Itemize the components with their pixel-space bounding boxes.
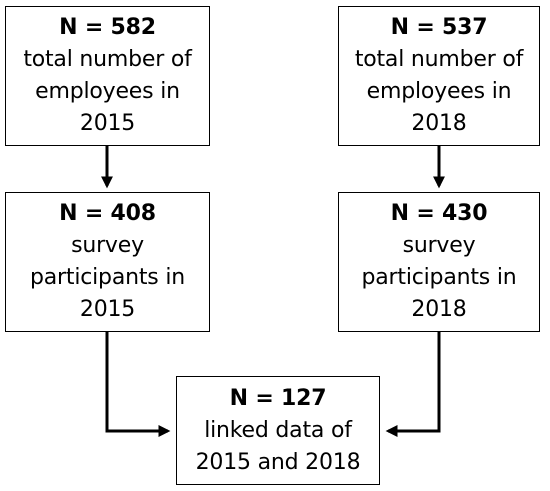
- linked-data-line-2: 2015 and 2018: [195, 449, 361, 475]
- participants-2018-line-1: survey: [402, 233, 476, 258]
- linked-data-count: N = 127: [229, 385, 327, 411]
- arrow-participants-2018-to-linked: [385, 332, 441, 437]
- employees-2015-line-2: employees in: [35, 79, 180, 104]
- participants-2018-line-2: participants in: [361, 265, 517, 290]
- participants-2015-line-3: 2015: [79, 297, 136, 322]
- employees-2015-line-3: 2015: [79, 111, 136, 136]
- employees-2018-line-2: employees in: [366, 79, 512, 104]
- linked-data-line-1: linked data of: [204, 417, 352, 443]
- participants-2015-line-1: survey: [71, 233, 144, 258]
- employees-2015-count: N = 582: [59, 15, 156, 40]
- box-employees-2018: N = 537 total number of employees in 201…: [338, 6, 540, 146]
- participants-2018-line-3: 2018: [411, 297, 467, 322]
- box-employees-2015: N = 582 total number of employees in 201…: [5, 6, 210, 146]
- participants-2015-count: N = 408: [59, 201, 156, 226]
- employees-2018-count: N = 537: [390, 15, 488, 40]
- employees-2015-line-1: total number of: [23, 47, 192, 72]
- box-participants-2015: N = 408 survey participants in 2015: [5, 192, 210, 332]
- arrow-participants-2015-to-linked: [105, 332, 171, 437]
- participants-2018-count: N = 430: [390, 201, 488, 226]
- employees-2018-line-3: 2018: [411, 111, 467, 136]
- employees-2018-line-1: total number of: [354, 47, 524, 72]
- box-linked-data: N = 127 linked data of 2015 and 2018: [176, 376, 380, 485]
- participants-2015-line-2: participants in: [30, 265, 185, 290]
- box-participants-2018: N = 430 survey participants in 2018: [338, 192, 540, 332]
